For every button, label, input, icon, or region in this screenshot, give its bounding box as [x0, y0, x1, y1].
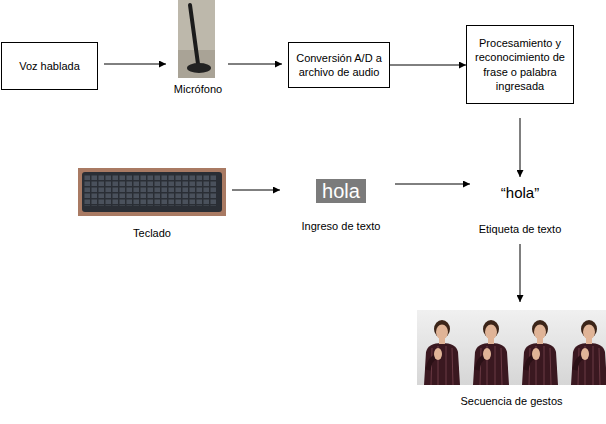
arrow-connector	[520, 118, 521, 177]
node-text: Conversión A/D a archivo de audio	[293, 51, 385, 80]
arrow-connector	[228, 64, 282, 65]
node-text: Procesamiento y reconocimiento de frase …	[471, 36, 569, 93]
microphone-picture	[178, 0, 215, 78]
process-box: Conversión A/D a archivo de audio	[288, 42, 390, 88]
node-text: Etiqueta de texto	[479, 222, 562, 236]
keyboard-picture	[78, 168, 226, 216]
text-label: “hola”	[501, 183, 539, 203]
arrow-connector	[520, 244, 521, 302]
text-input-node: holaIngreso de texto	[296, 179, 386, 233]
arrow-connector	[104, 64, 166, 65]
node-text: Voz hablada	[19, 59, 80, 73]
node-text: Secuencia de gestos	[460, 394, 562, 408]
avatar-picture	[417, 310, 606, 385]
process-box: Voz hablada	[1, 42, 98, 90]
gesture-sequence-node: Secuencia de gestos	[417, 310, 606, 408]
arrow-connector	[232, 190, 280, 191]
keyboard-node: Teclado	[78, 168, 226, 240]
process-box: Procesamiento y reconocimiento de frase …	[466, 25, 574, 104]
arrow-connector	[395, 184, 470, 185]
text-label-node: “hola” Etiqueta de texto	[474, 183, 566, 236]
node-text: Ingreso de texto	[302, 219, 381, 233]
node-text: Micrófono	[174, 82, 222, 96]
microphone-node: Micrófono	[170, 0, 226, 96]
arrow-connector	[390, 65, 466, 66]
node-text: Teclado	[133, 226, 171, 240]
typed-text: hola	[316, 179, 366, 203]
